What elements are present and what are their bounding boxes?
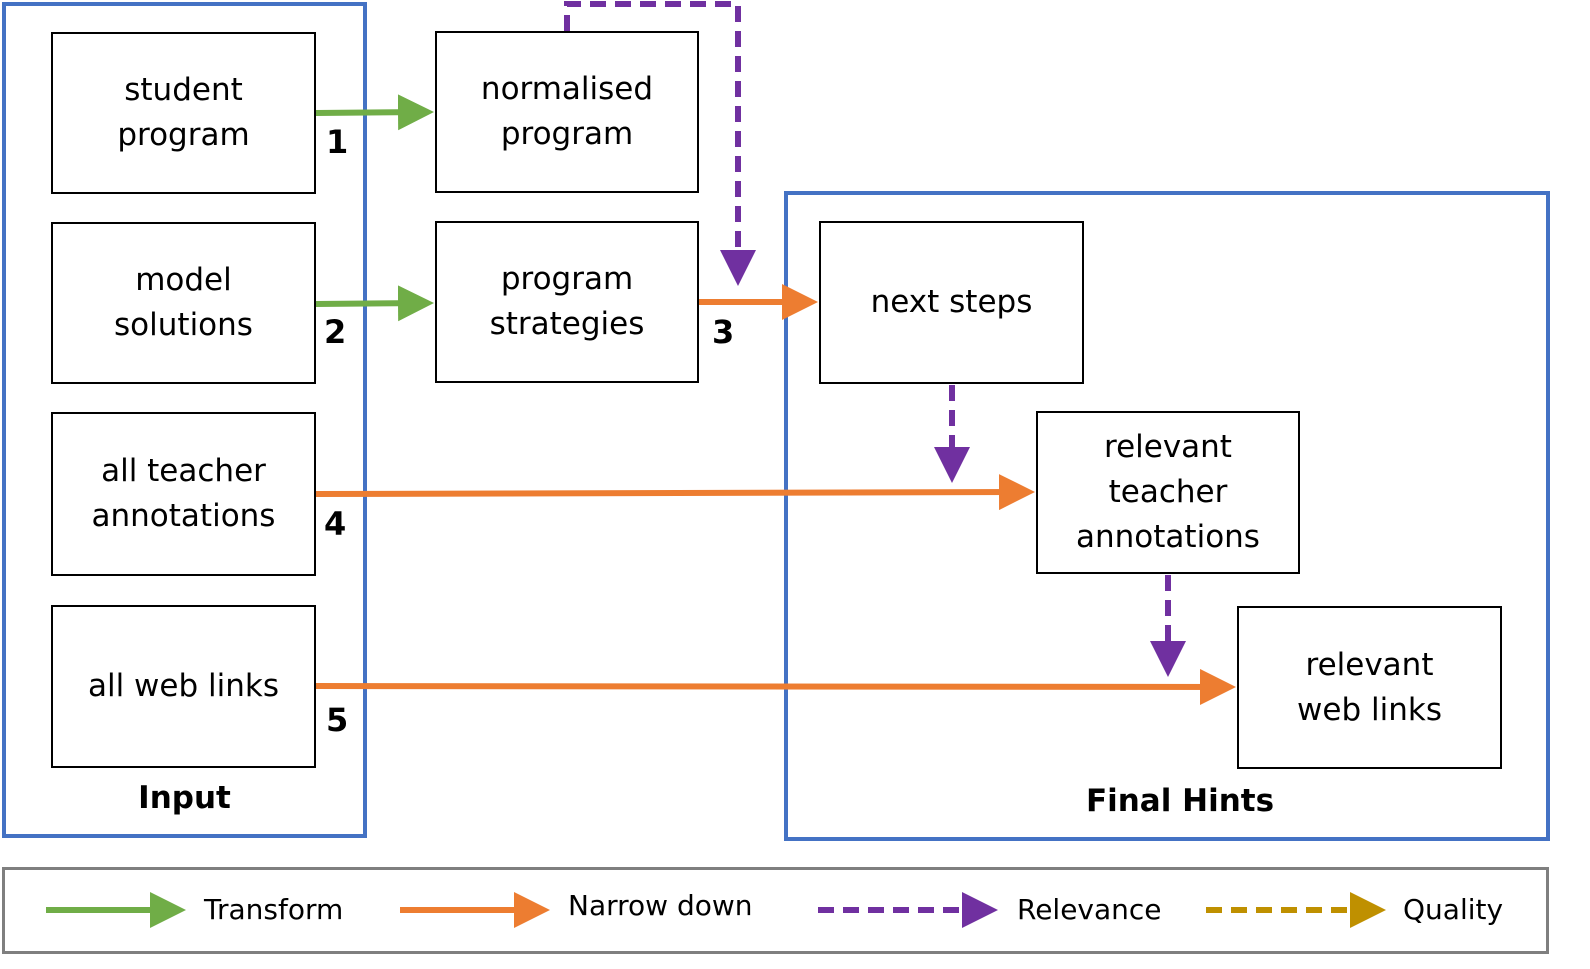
transform-arrow-1 [315, 94, 434, 131]
final-hints-group [784, 191, 1550, 841]
step-number-4: 4 [324, 505, 347, 543]
step-number-3: 3 [712, 313, 735, 351]
legend-narrow-down-label: Narrow down [568, 889, 753, 922]
program-strategies-node: program strategies [435, 221, 699, 383]
relevant-web-links-node: relevant web links [1237, 606, 1502, 769]
step-number-5: 5 [326, 701, 349, 739]
relevance-arrow-normalised-to-narrowing [564, 1, 756, 286]
transform-arrow-2 [315, 285, 434, 322]
narrow-down-arrow-4 [315, 474, 1035, 511]
final-hints-group-label: Final Hints [1085, 783, 1275, 819]
student-program-node: student program [51, 32, 316, 194]
input-group [2, 2, 367, 838]
narrow-down-arrow-5 [315, 668, 1236, 705]
normalised-program-node: normalised program [435, 31, 699, 193]
step-number-1: 1 [326, 123, 349, 161]
legend-transform-label: Transform [204, 893, 344, 926]
all-web-links-node: all web links [51, 605, 316, 768]
step-number-2: 2 [324, 313, 347, 351]
legend-quality-label: Quality [1403, 893, 1504, 926]
legend [2, 867, 1549, 954]
input-group-label: Input [138, 780, 231, 816]
relevant-teacher-annotations-node: relevant teacher annotations [1036, 411, 1300, 574]
all-teacher-annotations-node: all teacher annotations [51, 412, 316, 576]
next-steps-node: next steps [819, 221, 1084, 384]
model-solutions-node: model solutions [51, 222, 316, 384]
legend-relevance-label: Relevance [1017, 893, 1162, 926]
